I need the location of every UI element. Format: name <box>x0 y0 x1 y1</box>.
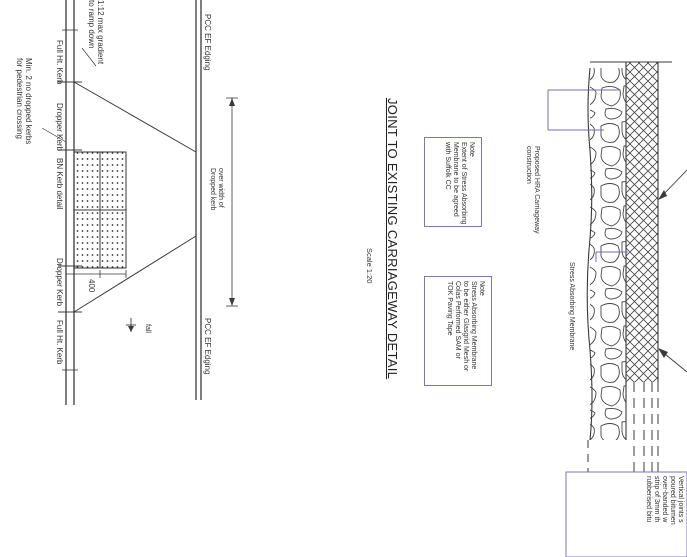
bn-kerb-detail-label: BN Kerb detail <box>55 158 64 210</box>
note-2-line-2: to be either Glasgrid Mesh or <box>461 281 469 372</box>
note-1-line-3: with Suffolk CC <box>443 142 451 190</box>
edging-label-top: PCC EF Edging <box>203 14 212 71</box>
detail-scale: Scale 1:20 <box>365 248 374 284</box>
proposed-hra-line-1: Proposed HRA Carriageway <box>533 146 540 234</box>
crossing-note-line-2: for pedestrian crossing <box>14 58 24 139</box>
note-2-line-1: Stress Absorbing Membrane <box>469 281 477 370</box>
dropper-kerb-label-top: Dropper Kerb <box>55 103 64 152</box>
vertical-joints-line-2: poured bitumen <box>668 476 676 525</box>
edging-label-bottom: PCC EF Edging <box>203 318 212 375</box>
gradient-note-line-1: 1:12 max gradient <box>96 0 105 65</box>
full-ht-kerb-label-top: Full Ht. Kerb <box>55 40 64 85</box>
gradient-note-line-2: to ramp down <box>86 0 96 49</box>
proposed-hra-line-2: construction <box>524 146 532 184</box>
note-box-extent: Note Extent of Stress Absorbing Membrane… <box>424 137 482 227</box>
over-width-line-1: over width of <box>217 168 224 208</box>
vertical-joints-line-4: strip of 3mm th <box>652 476 660 523</box>
vertical-joints-note: Vertical joints s poured bitumen over-ba… <box>644 476 684 525</box>
vertical-joints-line-1: Vertical joints s <box>677 476 684 523</box>
crossing-note: Min. 2 no dropped kerbs for pedestrian c… <box>15 58 33 144</box>
vertical-joints-line-3: over-banded w <box>660 476 668 523</box>
dimension-400-label: 400 <box>87 279 96 293</box>
proposed-hra-label: Proposed HRA Carriageway construction <box>524 146 540 234</box>
note-1-line-2: Membrane to be agreed <box>451 142 459 217</box>
note-box-membrane: Note Stress Absorbing Membrane to be eit… <box>424 276 492 386</box>
detail-title: JOINT TO EXISTING CARRIAGEWAY DETAIL <box>385 98 400 380</box>
over-width-dimension-label: over width of Dropped kerb <box>208 168 224 210</box>
vertical-joints-line-5: rubberised bitu <box>644 476 652 523</box>
dropped-kerb-plan <box>41 0 238 405</box>
note-2-heading: Note <box>478 281 485 296</box>
dropper-kerb-label-bottom: Dropper Kerb <box>55 258 64 307</box>
crossing-note-line-1: Min. 2 no dropped kerbs <box>24 58 33 145</box>
full-ht-kerb-label-bottom: Full Ht. Kerb <box>55 320 64 365</box>
over-width-line-2: Dropped kerb <box>208 168 216 211</box>
carriageway-section <box>547 61 687 557</box>
note-1-heading: Note <box>468 142 475 157</box>
note-1-line-1: Extent of Stress Absorbing <box>459 142 467 225</box>
note-2-line-4: TOK Paving Tape <box>445 281 453 336</box>
note-2-line-3: Colas Performed SAM or <box>453 281 461 359</box>
gradient-note: 1:12 max gradient to ramp down <box>87 0 105 64</box>
stress-absorbing-membrane-label: Stress Absorbing Membrane <box>568 262 575 351</box>
fall-label: fall <box>144 324 151 333</box>
